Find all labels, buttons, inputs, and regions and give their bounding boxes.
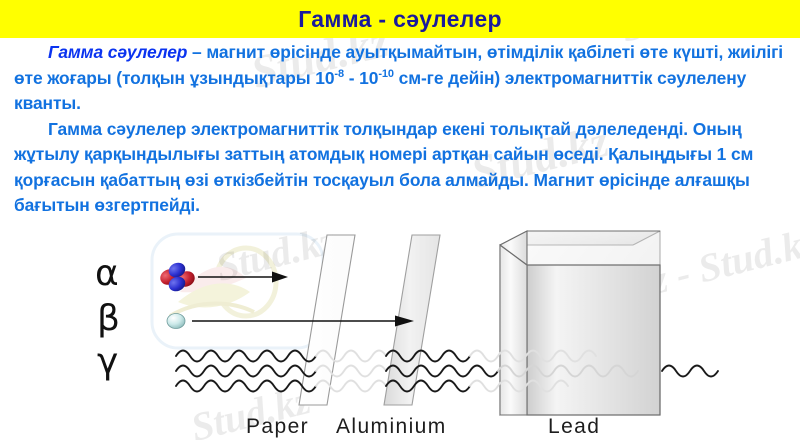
gamma-wave — [175, 364, 317, 378]
slide-title-bar: Гамма - сәулелер — [0, 0, 800, 38]
gamma-wave — [175, 379, 317, 393]
page-title: Гамма - сәулелер — [298, 5, 502, 32]
gamma-wave — [385, 364, 499, 378]
barrier-paper — [298, 234, 356, 406]
gamma-wave — [315, 379, 387, 393]
paper-label: Paper — [246, 415, 309, 438]
gamma-label: γ — [97, 341, 118, 382]
definition-mid: - 10 — [344, 67, 379, 88]
definition-part-a: магнит өрісінде ауытқымайтын, өтімділік … — [14, 42, 784, 88]
gamma-wave — [469, 349, 597, 363]
beta-label: β — [97, 298, 120, 339]
gamma-wave-escaping — [661, 364, 719, 378]
barrier-aluminium — [383, 234, 441, 406]
ray-label-group: α β γ — [95, 253, 120, 382]
exponent-2: -10 — [378, 67, 394, 80]
gamma-wave — [315, 364, 387, 378]
gamma-wave — [385, 349, 471, 363]
aluminium-label: Aluminium — [336, 415, 447, 438]
body-text-block: Гамма сәулелер – магнит өрісінде ауытқым… — [0, 40, 800, 219]
penetration-diagram: α β γ — [0, 225, 800, 440]
barrier-label-group: Paper Aluminium Lead — [246, 415, 600, 438]
gamma-wave — [175, 349, 317, 363]
exponent-1: -8 — [334, 67, 344, 80]
barrier-lead — [499, 230, 661, 416]
gamma-wave-group — [175, 349, 719, 393]
gamma-wave — [315, 349, 387, 363]
dash: – — [187, 42, 207, 62]
beta-ray-arrow — [192, 315, 414, 327]
paragraph-properties: Гамма сәулелер электромагниттік толқында… — [14, 118, 754, 216]
gamma-wave — [497, 364, 639, 378]
alpha-particle-cluster — [160, 262, 195, 292]
alpha-label: α — [95, 253, 119, 294]
gamma-wave — [469, 379, 569, 393]
gamma-wave — [385, 379, 471, 393]
lead-term: Гамма сәулелер — [48, 42, 188, 62]
paragraph-definition: Гамма сәулелер – магнит өрісінде ауытқым… — [14, 40, 786, 117]
alpha-ray-arrow — [198, 271, 288, 283]
lead-label: Lead — [548, 415, 600, 438]
beta-particle — [166, 313, 186, 329]
definition-part-b: см-ге дейін) электромагниттік сәулелену … — [14, 67, 747, 114]
